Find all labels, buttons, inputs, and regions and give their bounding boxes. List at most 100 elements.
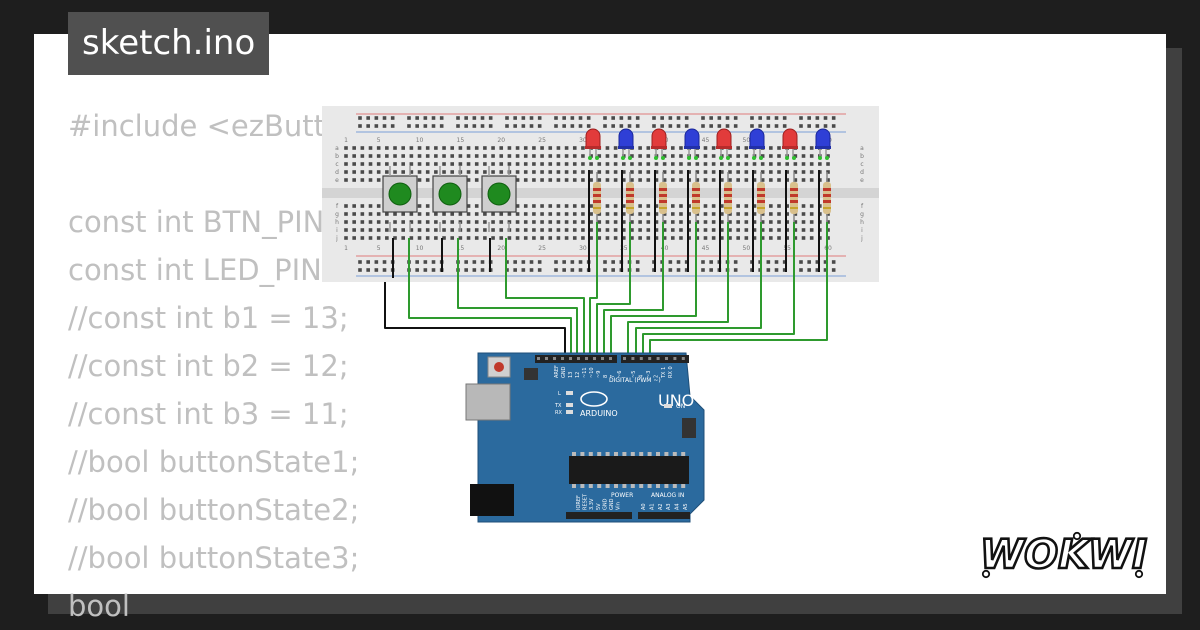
breadboard-hole (409, 154, 414, 158)
led-pin-marker (726, 156, 730, 160)
breadboard-hole (540, 204, 544, 208)
breadboard-hole (540, 154, 544, 158)
breadboard-hole (556, 204, 561, 208)
breadboard-hole (434, 212, 438, 216)
rail-hole (611, 260, 615, 264)
breadboard-hole (564, 154, 569, 158)
rail-hole (382, 116, 387, 120)
breadboard-hole (679, 170, 683, 174)
led-body (651, 128, 667, 149)
push-button-cap (388, 182, 412, 206)
breadboard-hole (458, 236, 463, 240)
digital-pin-label: 12 (575, 372, 581, 378)
rail-hole (701, 124, 705, 128)
digital-pin-label: ~5 (631, 371, 637, 378)
breadboard-hole (687, 212, 691, 216)
rail-hole (611, 116, 615, 120)
breadboard-hole (417, 146, 422, 150)
rail-hole (521, 116, 526, 120)
tx-led (566, 403, 573, 407)
breadboard-hole (581, 154, 585, 158)
row-letter: f (861, 203, 864, 210)
breadboard-hole (556, 220, 561, 224)
chip-pin (605, 484, 610, 488)
analog-pin-label: A1 (649, 503, 655, 510)
breadboard-hole (785, 204, 789, 208)
breadboard-hole (711, 204, 716, 208)
row-letter: c (860, 161, 863, 168)
breadboard-hole (589, 178, 593, 182)
led-body (716, 128, 732, 149)
breadboard-hole (491, 170, 495, 174)
breadboard-hole (801, 178, 806, 182)
breadboard-hole (638, 178, 642, 182)
breadboard-hole (801, 220, 806, 224)
breadboard-hole (540, 162, 544, 166)
breadboard-hole (548, 178, 553, 182)
rail-hole (431, 268, 436, 272)
breadboard-hole (769, 212, 773, 216)
wire-led-signal (649, 222, 828, 358)
breadboard-hole (671, 212, 675, 216)
breadboard-hole (597, 228, 602, 232)
breadboard-hole (809, 162, 814, 166)
breadboard-hole (597, 178, 602, 182)
rail-hole (390, 116, 395, 120)
rail-hole (521, 124, 526, 128)
header-pin (639, 357, 643, 360)
breadboard-hole (385, 220, 389, 224)
breadboard-hole (491, 154, 495, 158)
digital-pin-label: TX 1 (661, 367, 667, 379)
breadboard-hole (556, 170, 561, 174)
breadboard-hole (352, 154, 356, 158)
breadboard-hole (671, 220, 675, 224)
chip-pin (639, 452, 644, 456)
rail-hole (733, 116, 738, 120)
header-pin (631, 357, 635, 360)
breadboard-hole (466, 162, 471, 166)
chip-pin (630, 452, 635, 456)
breadboard-hole (654, 162, 659, 166)
rail-hole (382, 124, 387, 128)
breadboard-hole (744, 220, 749, 224)
breadboard-hole (728, 212, 732, 216)
breadboard-hole (711, 236, 716, 240)
breadboard-hole (507, 154, 512, 158)
header-pin (665, 357, 668, 360)
breadboard-hole (532, 212, 536, 216)
breadboard-hole (434, 228, 438, 232)
rail-hole (603, 116, 607, 120)
breadboard-hole (548, 204, 553, 208)
breadboard-hole (613, 170, 618, 174)
breadboard-hole (548, 228, 553, 232)
breadboard-hole (515, 204, 520, 208)
rail-hole (807, 260, 811, 264)
breadboard-hole (344, 178, 348, 182)
breadboard-hole (703, 154, 708, 158)
rail-hole (750, 124, 754, 128)
breadboard-hole (654, 170, 659, 174)
resistor-band (757, 200, 765, 203)
breadboard-hole (760, 212, 765, 216)
rail-hole (415, 116, 419, 120)
column-number: 5 (377, 245, 381, 252)
analog-pin-label: A3 (666, 503, 672, 510)
breadboard-hole (703, 162, 708, 166)
rail-hole (758, 124, 762, 128)
breadboard-hole (556, 146, 561, 150)
row-letter: d (335, 169, 339, 176)
breadboard-hole (711, 220, 716, 224)
rail-hole (382, 260, 387, 264)
breadboard-hole (785, 236, 789, 240)
file-tab[interactable]: sketch.ino (68, 12, 270, 75)
breadboard-hole (548, 236, 553, 240)
rail-hole (603, 124, 607, 128)
resistor-band (790, 200, 798, 203)
breadboard-hole (646, 146, 651, 150)
rail-hole (815, 260, 820, 264)
wokwi-logo-text: WOKWI (980, 532, 1147, 578)
led-pin-marker (752, 156, 756, 160)
column-number: 40 (661, 245, 669, 252)
breadboard-hole (679, 162, 683, 166)
